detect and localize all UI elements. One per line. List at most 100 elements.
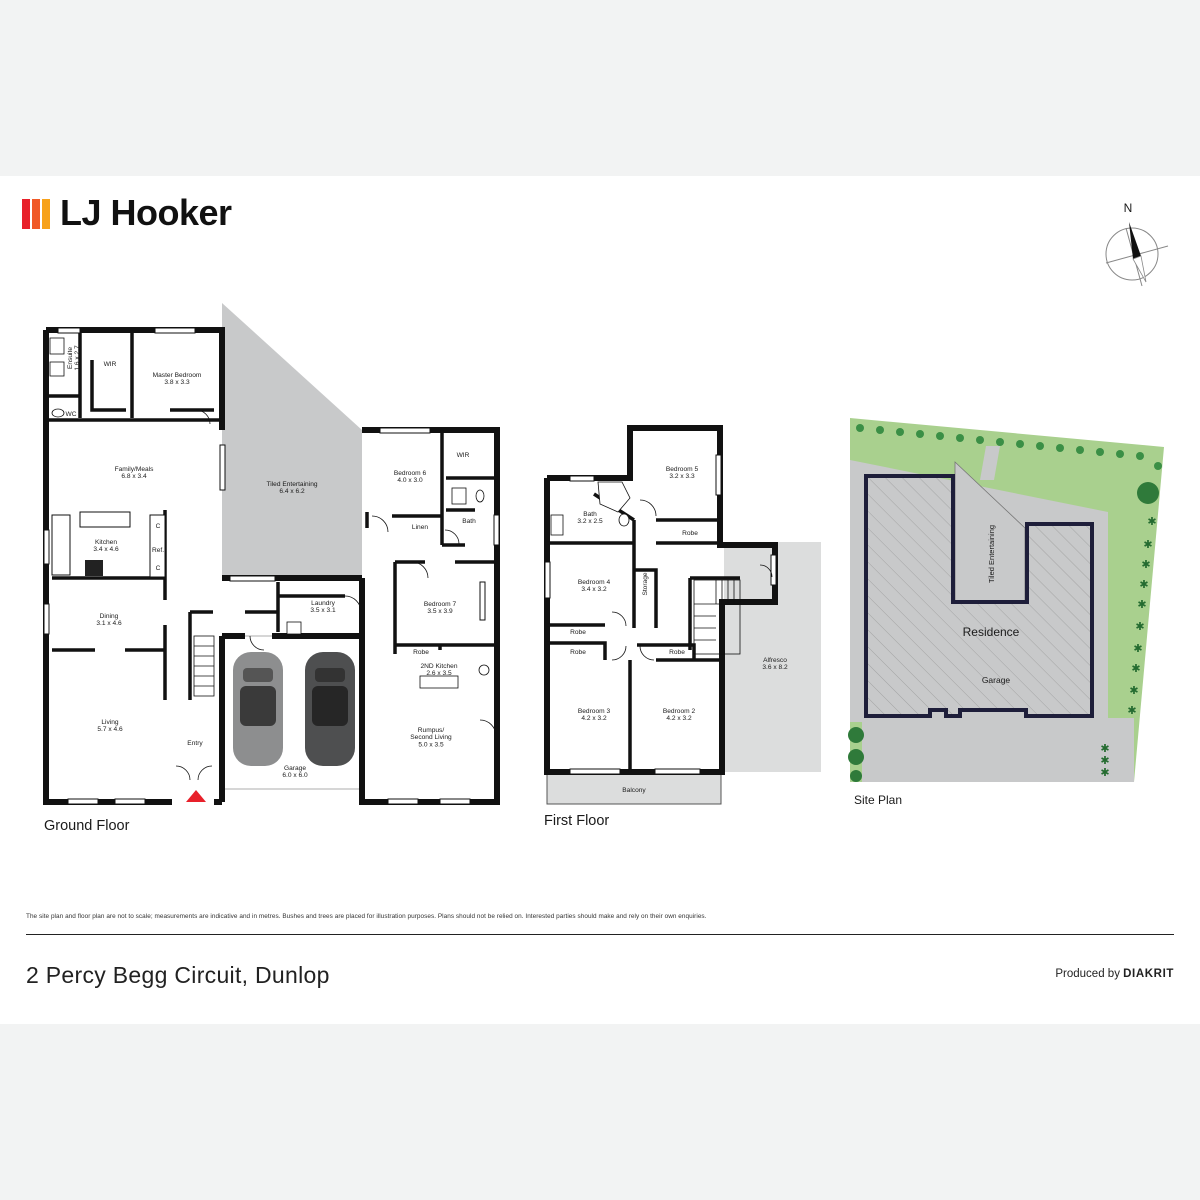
room-label-linen: Linen xyxy=(412,524,428,531)
ground-stairs xyxy=(193,635,215,697)
site-plan: ✱✱✱ ✱✱✱ ✱✱✱ ✱ ✱✱✱ Residence Garage Tiled… xyxy=(848,418,1164,807)
car-icon-right xyxy=(305,652,355,766)
compass-north-label: N xyxy=(1124,201,1133,215)
room-label-ensuite: Ensuite1.6 x 2.7 xyxy=(67,345,81,371)
room-label-robe-4: Robe xyxy=(570,629,586,636)
bath-toilet-icon-first xyxy=(618,513,630,527)
brand-name: LJ Hooker xyxy=(60,192,232,233)
ground-floor-plan xyxy=(43,303,500,805)
kitchen-island xyxy=(79,511,131,528)
footer-divider xyxy=(26,934,1174,935)
site-shrubs xyxy=(848,482,1159,782)
bath-shower-icon xyxy=(451,487,467,505)
svg-text:✱: ✱ xyxy=(1133,642,1142,655)
kitchen-counter xyxy=(51,514,71,576)
producer-credit: Produced by DIAKRIT xyxy=(1055,968,1174,980)
svg-text:✱: ✱ xyxy=(1100,766,1109,779)
svg-text:✱: ✱ xyxy=(1129,684,1138,697)
room-label-wir-master: WIR xyxy=(104,361,117,368)
plan-title-site-plan: Site Plan xyxy=(854,793,902,807)
svg-text:✱: ✱ xyxy=(1143,538,1152,551)
site-plants: ✱✱✱ ✱✱✱ ✱✱✱ ✱ ✱✱✱ xyxy=(1100,515,1156,779)
svg-text:✱: ✱ xyxy=(1100,742,1109,755)
balcony-area xyxy=(546,773,722,805)
north-compass-icon: N xyxy=(1105,201,1169,287)
cooktop-icon xyxy=(85,560,103,576)
plan-title-ground-floor: Ground Floor xyxy=(44,818,130,834)
second-kitchen-fixture-icon xyxy=(478,664,490,676)
site-residence xyxy=(864,474,1094,718)
room-label-robe-3: Robe xyxy=(570,649,586,656)
room-label-cupboard-1: C xyxy=(156,523,161,530)
svg-text:✱: ✱ xyxy=(1137,598,1146,611)
site-label-residence: Residence xyxy=(963,625,1020,639)
svg-text:✱: ✱ xyxy=(1135,620,1144,633)
second-kitchen-bench xyxy=(419,675,459,689)
svg-text:✱: ✱ xyxy=(1141,558,1150,571)
bath-vanity-icon-first xyxy=(550,514,564,536)
plan-title-first-floor: First Floor xyxy=(544,813,609,829)
producer-name: DIAKRIT xyxy=(1123,968,1174,980)
disclaimer-text: The site plan and floor plan are not to … xyxy=(26,913,707,920)
room-label-entry: Entry xyxy=(187,740,203,747)
room-label-cupboard-2: C xyxy=(156,565,161,572)
site-driveway xyxy=(862,718,1134,782)
room-label-storage: Storage xyxy=(642,572,649,595)
room-label-bath-ground: Bath xyxy=(462,518,476,525)
ensuite-vanity-icon xyxy=(49,361,65,377)
entry-marker-icon xyxy=(186,790,206,802)
kitchen-cupboard xyxy=(149,514,166,578)
svg-text:✱: ✱ xyxy=(1147,515,1156,528)
svg-text:✱: ✱ xyxy=(1100,754,1109,767)
logo-stripe-2 xyxy=(32,199,40,229)
room-label-robe-5: Robe xyxy=(682,530,698,537)
room-label-robe-7: Robe xyxy=(413,649,429,656)
laundry-tub-icon xyxy=(286,621,302,635)
logo-stripe-3 xyxy=(42,199,50,229)
room-label-robe-2: Robe xyxy=(669,649,685,656)
bath-toilet-icon xyxy=(475,489,485,503)
produced-by-label: Produced by xyxy=(1055,968,1120,980)
svg-text:✱: ✱ xyxy=(1127,704,1136,717)
room-label-balcony: Balcony xyxy=(622,787,646,794)
site-hedge xyxy=(856,424,1162,470)
wc-toilet-icon xyxy=(51,408,65,418)
first-floor-plan xyxy=(544,425,821,805)
tiled-entertaining-area xyxy=(222,303,362,578)
bath-shower-icon-first xyxy=(597,481,631,513)
first-floor-stairs xyxy=(693,579,741,655)
svg-text:✱: ✱ xyxy=(1131,662,1140,675)
car-icon-left xyxy=(233,652,283,766)
lj-hooker-logo xyxy=(22,199,50,229)
logo-stripe-1 xyxy=(22,199,30,229)
plan-sheet: LJ Hooker N xyxy=(0,176,1200,1024)
property-address: 2 Percy Begg Circuit, Dunlop xyxy=(26,962,330,988)
site-label-garage: Garage xyxy=(982,675,1011,685)
room-label-wir-bedroom-6: WIR xyxy=(457,452,470,459)
room-label-wc: WC xyxy=(66,411,77,418)
room-label-fridge: Ref. xyxy=(152,547,164,554)
ensuite-shower-icon xyxy=(49,337,65,355)
svg-text:✱: ✱ xyxy=(1139,578,1148,591)
site-path xyxy=(980,446,1000,480)
